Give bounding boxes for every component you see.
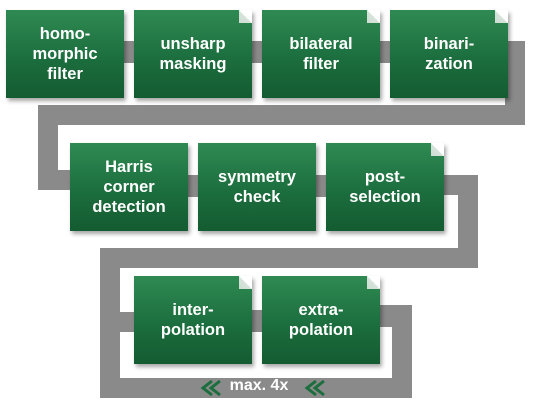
folded-corner: [431, 143, 444, 156]
step-unsharp-masking: unsharp masking: [134, 10, 252, 98]
loop-chevrons: [200, 379, 325, 397]
step-harris-corner-detection: Harris corner detection: [70, 143, 188, 231]
step-label: inter- polation: [160, 301, 226, 339]
step-bilateral-filter: bilateral filter: [262, 10, 380, 98]
step-symmetry-check: symmetry check: [198, 143, 316, 231]
folded-corner: [367, 10, 380, 23]
step-label: bilateral filter: [289, 35, 353, 73]
folded-corner: [495, 10, 508, 23]
step-label: binari- zation: [423, 35, 475, 73]
folded-corner: [239, 276, 252, 289]
step-extrapolation: extra- polation: [262, 276, 380, 364]
step-homomorphic-filter: homo- morphic filter: [6, 10, 124, 98]
loop-count-label: max. 4x: [229, 377, 289, 394]
flow-arrows: [62, 41, 395, 332]
step-label: symmetry check: [218, 168, 296, 206]
step-label: homo- morphic filter: [32, 25, 98, 83]
step-binarization: binari- zation: [390, 10, 508, 98]
step-interpolation: inter- polation: [134, 276, 252, 364]
step-label: post- selection: [349, 168, 421, 206]
folded-corner: [239, 10, 252, 23]
folded-corner: [367, 276, 380, 289]
step-label: extra- polation: [288, 301, 354, 339]
step-label: Harris corner detection: [92, 158, 166, 216]
row3-connector: [100, 305, 412, 398]
step-label: unsharp masking: [159, 35, 227, 73]
step-post-selection: post- selection: [326, 143, 444, 231]
